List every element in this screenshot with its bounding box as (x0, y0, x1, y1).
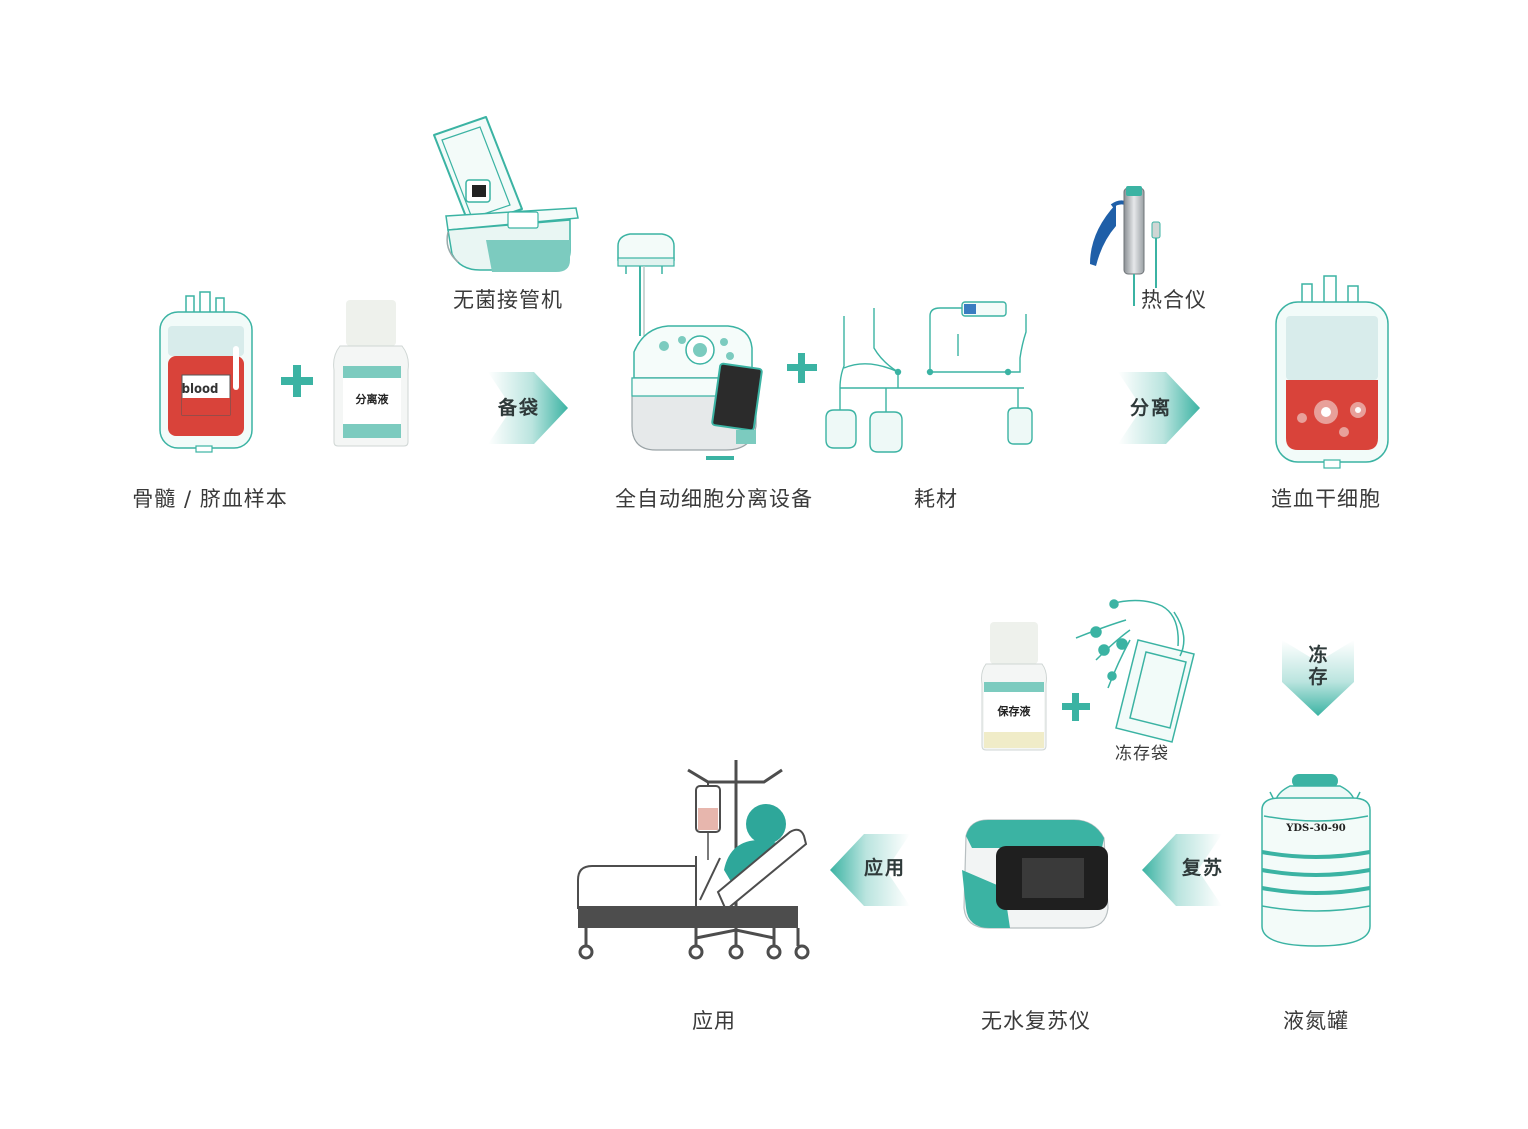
arrow-separation (1118, 372, 1200, 444)
reagent-bottle-icon (333, 300, 409, 447)
separation-fluid-label: 分离液 (355, 393, 389, 406)
arrow-label-freeze: 冻存 (1308, 644, 1328, 688)
caption-freeze-bag: 冻存袋 (1115, 744, 1169, 764)
plus-icon (281, 365, 313, 397)
caption-application: 应用 (692, 1009, 736, 1033)
hospital-bed-icon (577, 760, 810, 960)
sterile-connector-icon (433, 116, 579, 272)
plus-icon (1062, 693, 1090, 721)
freeze-bag-icon (1075, 599, 1195, 743)
caption-stem-cells: 造血干细胞 (1271, 487, 1381, 511)
arrow-revive (1142, 834, 1222, 906)
ln2-tank-icon (1261, 774, 1371, 947)
caption-ln2-tank: 液氮罐 (1283, 1009, 1349, 1033)
tank-model-label: YDS-30-90 (1286, 823, 1346, 834)
stem-cell-bag-icon (1275, 275, 1389, 469)
plus-icon (787, 353, 817, 383)
blood-bag-icon (159, 291, 253, 453)
preservation-bottle-icon (981, 622, 1047, 751)
caption-thawer: 无水复苏仪 (981, 1009, 1091, 1033)
arrow-bag-prep (488, 372, 568, 444)
caption-consumables: 耗材 (914, 487, 958, 511)
heat-sealer-icon (1090, 186, 1161, 306)
preservation-fluid-label: 保存液 (997, 705, 1031, 718)
arrow-apply (830, 834, 910, 906)
cell-separator-icon (617, 233, 763, 460)
caption-device: 全自动细胞分离设备 (615, 487, 813, 511)
arrow-label-revive: 复苏 (1182, 857, 1225, 879)
arrow-label-separation: 分离 (1130, 397, 1173, 419)
arrow-label-apply: 应用 (864, 857, 907, 879)
thawer-icon (962, 819, 1109, 929)
arrow-label-bag-prep: 备袋 (498, 397, 541, 419)
tubing-set-icon (825, 301, 1033, 453)
caption-sample: 骨髓 / 脐血样本 (132, 487, 288, 511)
caption-connector: 无菌接管机 (453, 288, 563, 312)
caption-heat-sealer: 热合仪 (1141, 288, 1207, 312)
arrow-freeze (1282, 640, 1354, 716)
blood-label: blood (181, 382, 219, 397)
